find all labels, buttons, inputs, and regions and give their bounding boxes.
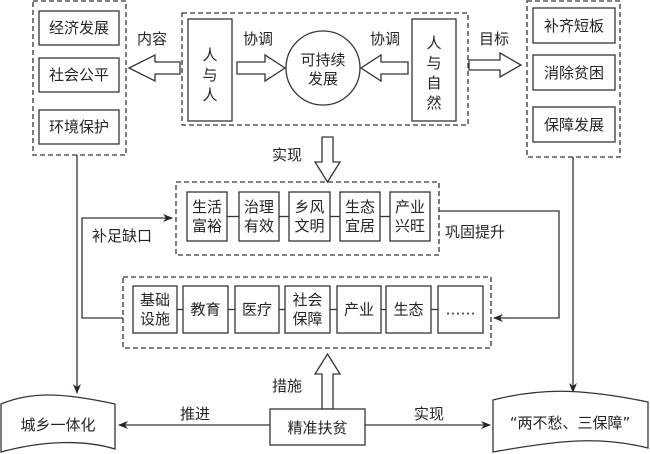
svg-text:补齐短板: 补齐短板 [544,17,604,35]
measure-row-item-text: 生态 [393,301,423,319]
measures-row-frame [122,276,492,349]
content-item-social-equity: 社会公平 [38,57,120,93]
svg-text:环境保护: 环境保护 [49,118,109,136]
goals-row-frame [175,181,440,256]
svg-text:“两不愁、三保障”: “两不愁、三保障” [510,414,631,432]
coordination-group-frame [181,12,469,126]
goal-row-item-text: 富裕 [192,217,222,235]
svg-text:人: 人 [426,34,441,52]
svg-text:社会公平: 社会公平 [49,66,109,84]
measure-row-item-text: 产业 [344,301,374,319]
goal-row-item-text: 治理 [244,198,274,216]
measure-row-item-text: 医疗 [242,301,272,319]
advance-label: 推进 [180,405,210,423]
svg-text:人: 人 [202,46,217,64]
measure-row-item-text: …… [446,301,476,319]
realize-arrow [313,136,342,184]
goal-item-ensure-development: 保障发展 [532,106,616,143]
goal-row-item-text: 产业 [395,198,425,216]
goal-row-item-text: 生活 [192,198,222,216]
two-assurances-three-guarantees-banner: “两不愁、三保障” [492,390,649,453]
measure-row-item: 医疗 [234,285,280,334]
svg-text:与: 与 [202,66,217,84]
svg-text:自: 自 [426,74,441,92]
content-item-economy: 经济发展 [38,10,120,46]
measure-row-item-text: 设施 [140,310,170,328]
sustainable-development-node: 可持续 发展 [285,30,361,106]
measures-row: 基础设施教育医疗社会保障产业生态…… [122,276,492,349]
measures-label: 措施 [272,377,302,395]
content-group-frame [32,0,127,156]
goal-label: 目标 [479,30,509,48]
content-item-environment: 环境保护 [38,109,120,145]
goal-group-frame [526,0,621,158]
svg-text:消除贫困: 消除贫困 [544,64,604,82]
coordination-label-left: 协调 [243,30,273,48]
measure-row-item: …… [437,285,484,334]
measure-row-item-text: 保障 [292,310,322,328]
fill-gap-label: 补足缺口 [92,227,152,245]
goal-group: 补齐短板 消除贫困 保障发展 [526,0,621,158]
goal-row-item-text: 生态 [345,198,375,216]
goal-row-item-text: 兴旺 [395,217,425,235]
svg-text:保障发展: 保障发展 [544,116,604,134]
content-arrow [127,53,181,83]
targeted-poverty-alleviation-box: 精准扶贫 [269,408,366,446]
content-group: 经济发展 社会公平 环境保护 [32,0,127,156]
svg-text:精准扶贫: 精准扶贫 [287,419,347,437]
goal-arrow [468,51,523,79]
fill-gap-connector [81,214,173,319]
human-nature-node: 人 与 自 然 [411,18,457,122]
goal-row-item-text: 有效 [244,217,274,235]
coordination-label-right: 协调 [370,30,400,48]
realize-label: 实现 [272,146,302,164]
measure-row-item-text: 社会 [292,291,322,309]
coordination-arrow-right [359,53,409,83]
svg-text:发展: 发展 [308,70,338,88]
coordination-arrow-left [236,53,287,83]
svg-text:人: 人 [202,86,217,104]
measure-row-item: 产业 [336,285,382,334]
coordination-group: 人 与 人 人 与 自 然 可持续 发展 协调 协调 [181,12,469,126]
human-human-node: 人 与 人 [187,18,233,122]
svg-text:与: 与 [426,54,441,72]
consolidate-connector [439,210,560,322]
measure-row-item-text: 基础 [140,291,170,309]
goal-item-fill-shortfalls: 补齐短板 [532,7,616,44]
svg-text:城乡一体化: 城乡一体化 [20,416,95,434]
measures-arrow [313,352,342,410]
measure-row-item: 生态 [385,285,432,334]
realize-guarantee-label: 实现 [414,405,444,423]
svg-text:经济发展: 经济发展 [49,19,109,37]
urban-rural-integration-banner: 城乡一体化 [0,394,116,453]
svg-text:可持续: 可持续 [300,51,345,69]
content-label: 内容 [137,30,167,48]
goal-row-item-text: 文明 [294,217,324,235]
goal-row-item-text: 乡风 [294,198,324,216]
svg-text:然: 然 [426,94,441,112]
measure-row-item: 教育 [182,285,229,334]
goal-item-eliminate-poverty: 消除贫困 [532,54,616,91]
goal-row-item-text: 宜居 [345,217,375,235]
consolidate-label: 巩固提升 [445,223,505,241]
measure-row-item-text: 教育 [190,301,220,319]
